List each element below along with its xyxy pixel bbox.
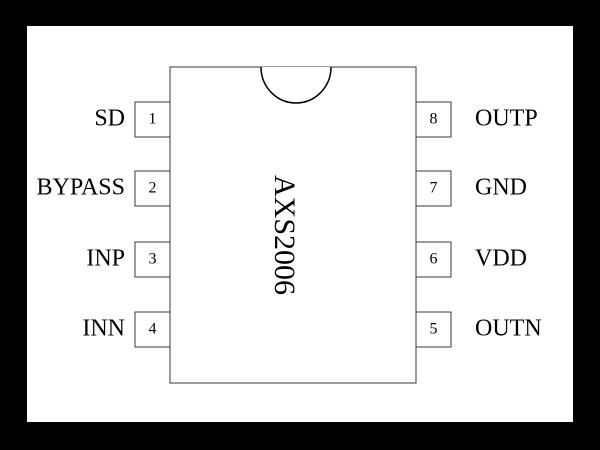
pin-4-box	[134, 311, 171, 348]
pin-2-name: BYPASS	[36, 175, 125, 201]
pin-5-number: 5	[430, 321, 438, 338]
pin-4-number: 4	[149, 321, 157, 338]
pin-7-box	[415, 170, 452, 207]
left-pin-group: 1 SD 2 BYPASS 3 INP 4 INN	[36, 101, 171, 348]
pin-1: 1 SD	[94, 101, 171, 138]
pin-3: 3 INP	[86, 241, 171, 278]
pin-6-name: VDD	[475, 246, 527, 272]
pin-1-number: 1	[149, 111, 157, 128]
chip-label: AXS2006	[268, 175, 301, 295]
pin-2-number: 2	[149, 180, 157, 197]
pin-4-name: INN	[82, 316, 125, 342]
pin-2: 2 BYPASS	[36, 170, 171, 207]
pin-5-name: OUTN	[475, 316, 542, 342]
pin-3-name: INP	[86, 246, 125, 272]
right-pin-group: 8 OUTP 7 GND 6 VDD 5 OUTN	[415, 101, 542, 348]
pin-8: 8 OUTP	[415, 101, 538, 138]
pin-1-box	[134, 101, 171, 138]
pin-4: 4 INN	[82, 311, 171, 348]
pin-7: 7 GND	[415, 170, 527, 207]
pin-8-number: 8	[430, 111, 438, 128]
pin-5: 5 OUTN	[415, 311, 542, 348]
pin-1-name: SD	[94, 106, 125, 132]
chip-body	[169, 66, 417, 384]
pin-5-box	[415, 311, 452, 348]
pin-8-name: OUTP	[475, 106, 538, 132]
pin-6: 6 VDD	[415, 241, 527, 278]
chip-notch	[260, 66, 332, 104]
pin-8-box	[415, 101, 452, 138]
pin-7-name: GND	[475, 175, 527, 201]
pin-3-number: 3	[149, 251, 157, 268]
pin-7-number: 7	[430, 180, 438, 197]
pin-3-box	[134, 241, 171, 278]
pin-6-box	[415, 241, 452, 278]
pin-2-box	[134, 170, 171, 207]
pin-6-number: 6	[430, 251, 438, 268]
